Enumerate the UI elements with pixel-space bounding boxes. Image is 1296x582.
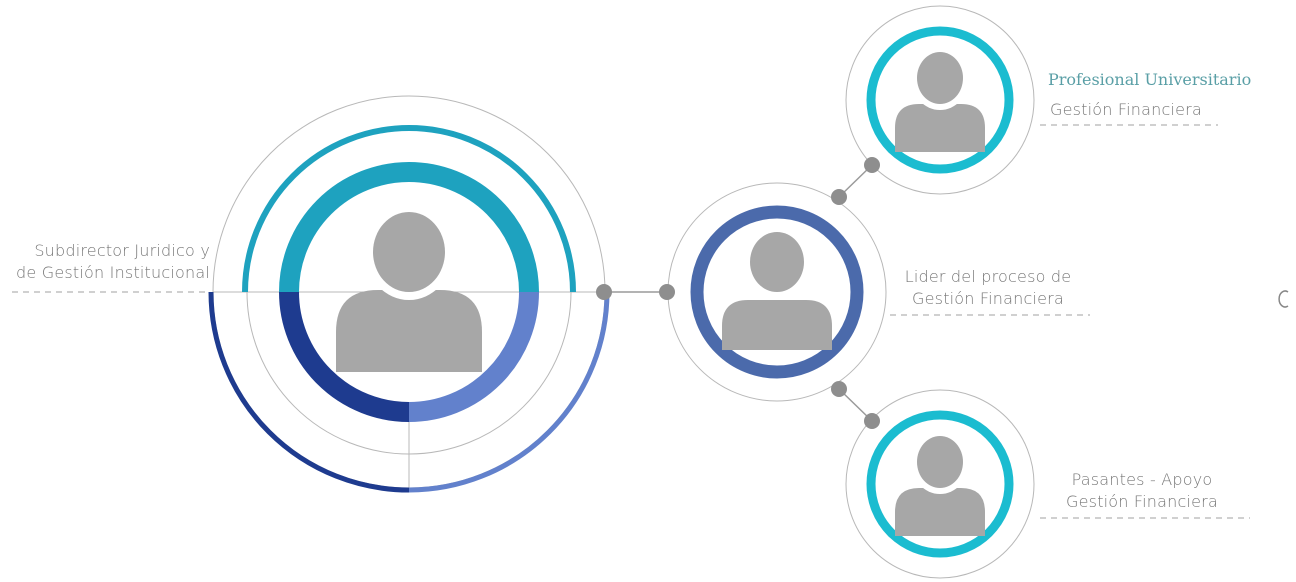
interns-node [845,389,1035,579]
director-label: Subdirector Juridico y de Gestión Instit… [10,240,210,284]
professional-node [845,5,1035,195]
director-label-line2: de Gestión Institucional [16,263,210,282]
director-node [208,95,610,493]
professional-title: Profesional Universitario [1048,70,1252,89]
director-top-arc [242,125,576,293]
interns-label: Pasantes - Apoyo Gestión Financiera [1042,469,1242,513]
leader-label: Lider del proceso de Gestión Financiera [888,266,1088,310]
dot-leader-left [659,284,675,300]
label-underlines [12,124,1250,519]
director-person-icon [336,204,482,372]
director-bottom-left-arc [208,291,410,493]
director-inner-bottom-right-arc [408,291,539,422]
dot-leader-top [831,189,847,205]
cropped-edge-glyph [1278,290,1289,308]
director-label-line1: Subdirector Juridico y [34,241,210,260]
interns-label-line2: Gestión Financiera [1066,492,1218,511]
dot-professional-bottom [864,157,880,173]
interns-label-line1: Pasantes - Apoyo [1071,470,1213,489]
interns-person-icon [895,430,985,536]
director-inner-bottom-left-arc [279,291,410,422]
professional-person-icon [895,46,985,152]
dot-interns-top [864,413,880,429]
leader-node [667,182,887,402]
connector-dots [596,157,880,429]
director-inner-top-arc [279,162,539,293]
dot-director-right [596,284,612,300]
leader-thick-ring [690,205,864,379]
leader-person-icon [722,226,832,350]
professional-outer-ring [845,5,1035,195]
interns-thick-ring [866,410,1014,558]
leader-label-line1: Lider del proceso de [904,267,1072,286]
leader-label-line2: Gestión Financiera [912,289,1064,308]
connectors [604,164,873,422]
dot-leader-bottom [831,381,847,397]
professional-subtitle: Gestión Financiera [1050,100,1202,119]
interns-outer-ring [845,389,1035,579]
director-bottom-right-arc [408,291,610,493]
professional-thick-ring [866,26,1014,174]
